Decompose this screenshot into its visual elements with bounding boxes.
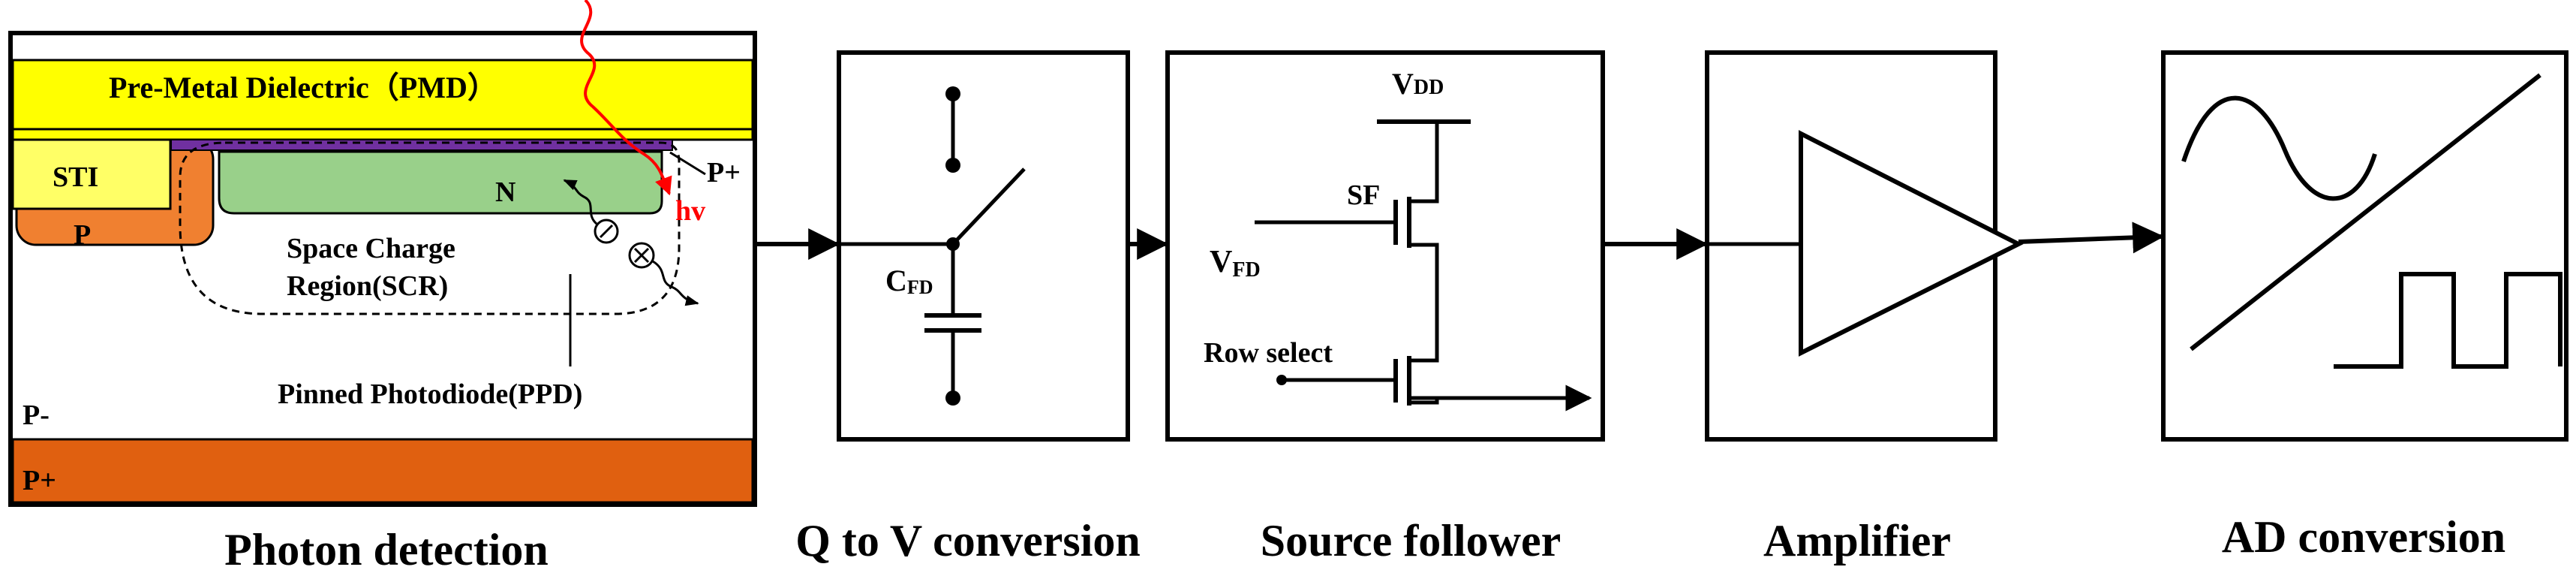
cfd-label: CFD	[885, 264, 933, 298]
source-follower-frame	[1165, 50, 1605, 442]
vfd-label-sub: FD	[1232, 258, 1260, 282]
electron-carrier	[594, 219, 619, 244]
p-minus-label: P-	[23, 400, 50, 431]
p-plus-leader	[669, 151, 706, 176]
amplifier-triangle-symbol	[1799, 130, 2024, 357]
n-label: N	[495, 176, 516, 208]
space-charge-region-outline	[179, 141, 681, 315]
row-select-label: Row select	[1204, 337, 1333, 369]
electron-path	[563, 179, 598, 225]
switch-bottom-terminal	[945, 158, 960, 173]
cfd-label-main: C	[885, 264, 907, 297]
vdd-label-sub: DD	[1414, 76, 1444, 99]
hole-carrier	[628, 242, 655, 269]
sf-drain-wire	[1409, 122, 1439, 204]
vdd-label-main: V	[1392, 67, 1414, 101]
ad-conversion-stage: AD conversion	[2161, 50, 2568, 562]
photon-detection-stage: Pre-Metal Dielectric（PMD） P STI N Space …	[8, 0, 757, 574]
scr-label-line2: Region(SCR)	[287, 270, 448, 302]
substrate-p-plus	[11, 438, 754, 504]
q-to-v-caption: Q to V conversion	[795, 516, 1140, 565]
pmd-thin-layer	[11, 128, 754, 141]
q-to-v-stage: CFD Q to V conversion	[795, 50, 1141, 565]
p-well-label: P	[74, 219, 91, 251]
vfd-label: VFD	[1210, 245, 1261, 282]
hole-path	[652, 260, 699, 306]
ad-conversion-caption: AD conversion	[2222, 512, 2505, 562]
cfd-label-sub: FD	[907, 276, 933, 298]
substrate-p-plus-label: P+	[23, 465, 56, 496]
ppd-label: Pinned Photodiode(PPD)	[278, 378, 582, 410]
pmd-layer	[11, 59, 754, 131]
photon-ray	[580, 0, 672, 196]
scr-label-line1: Space Charge	[287, 233, 455, 264]
digital-square-wave-icon	[2334, 272, 2562, 369]
amplifier-stage: Amplifier	[1705, 50, 2024, 565]
p-plus-top-label: P+	[707, 157, 741, 188]
pmd-label: Pre-Metal Dielectric（PMD）	[109, 71, 497, 104]
switch-blade	[951, 167, 1026, 246]
sf-source-wire	[1409, 243, 1439, 363]
n-region	[218, 150, 663, 215]
adc-diagonal-divider	[2190, 73, 2541, 351]
sti-label: STI	[53, 161, 98, 193]
sti-region	[11, 138, 172, 210]
source-follower-caption: Source follower	[1261, 516, 1561, 565]
p-plus-surface-layer	[170, 139, 673, 151]
cap-ground-terminal	[945, 391, 960, 406]
analog-sine-wave-icon	[2181, 95, 2377, 201]
source-follower-stage: VDD SF VFD Row select Source follower	[1165, 50, 1605, 565]
arrow-amp-to-adc	[2018, 222, 2165, 254]
vdd-label: VDD	[1392, 67, 1444, 101]
sf-label: SF	[1347, 179, 1380, 211]
vfd-label-main: V	[1210, 245, 1232, 279]
hv-label: hv	[675, 195, 705, 227]
photon-detection-caption: Photon detection	[224, 525, 549, 574]
ad-conversion-frame	[2161, 50, 2568, 442]
row-select-terminal	[1276, 375, 1287, 385]
amplifier-caption: Amplifier	[1763, 516, 1951, 565]
